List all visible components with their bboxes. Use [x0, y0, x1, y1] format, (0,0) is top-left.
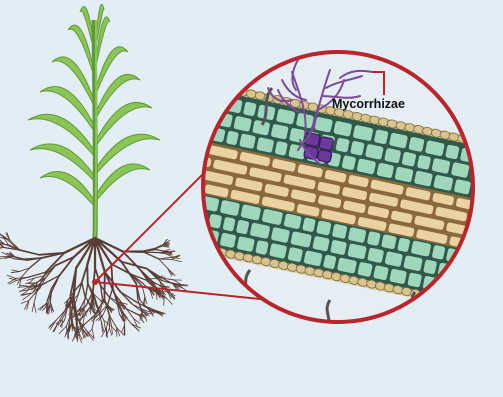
cortex-cell [242, 101, 257, 117]
cortex-cell [349, 140, 365, 156]
cortex-cell [407, 272, 423, 288]
cortex-cell [389, 268, 408, 285]
root-branch [0, 244, 8, 245]
cortex-cell [239, 133, 257, 150]
cortex-cell [219, 232, 237, 249]
cortex-cell [453, 178, 472, 195]
cortex-cell [329, 239, 347, 256]
cortex-cell [275, 108, 296, 125]
cortex-cell [413, 170, 433, 187]
infected-cell [303, 145, 318, 159]
cortex-cell [270, 226, 291, 243]
cortex-cell [384, 251, 404, 268]
cortex-cell [347, 226, 367, 243]
cortex-cell [270, 123, 289, 140]
cortex-cell [335, 137, 351, 153]
infected-cell [319, 136, 334, 150]
mycorrhizae-label: Mycorrhizae [332, 97, 405, 111]
cortex-cell [283, 213, 303, 230]
cortex-cell [372, 264, 389, 281]
cortex-cell [388, 132, 408, 149]
cortex-cell [431, 157, 451, 174]
cortex-cell [422, 259, 437, 275]
cortex-cell [222, 216, 236, 232]
cortex-cell [303, 250, 323, 267]
cortex-cell [331, 223, 348, 240]
cortex-cell [380, 233, 397, 250]
cortex-cell [341, 154, 357, 170]
cortex-cell [235, 219, 250, 235]
cortex-cell [287, 246, 304, 263]
zoom-origin [92, 279, 98, 285]
cortex-cell [450, 161, 470, 178]
infected-cell [317, 149, 332, 162]
cortex-cell [312, 235, 331, 252]
cortex-cell [416, 154, 432, 170]
cortex-cell [397, 237, 411, 253]
cortex-cell [268, 242, 287, 259]
cortex-cell [431, 244, 446, 260]
cortex-cell [333, 120, 353, 137]
cortex-cell [225, 130, 239, 146]
cortex-cell [367, 247, 385, 264]
cortex-cell [274, 140, 289, 156]
cortex-cell [357, 261, 374, 278]
cortex-cell [373, 129, 389, 145]
cortex-cell [302, 217, 317, 233]
cortex-cell [376, 162, 395, 179]
cortex-cell [364, 143, 384, 160]
cortex-cell [256, 136, 275, 153]
cortex-cell [408, 136, 426, 153]
cortex-cell [401, 151, 417, 168]
cortex-cell [314, 116, 334, 133]
cortex-cell [394, 166, 414, 183]
cortex-cell [366, 230, 381, 246]
cortex-cell [233, 115, 253, 132]
cortex-cell [236, 235, 256, 252]
cortex-cell [444, 144, 460, 160]
cortex-cell [322, 254, 337, 270]
cortex-cell [315, 220, 332, 237]
cortex-cell [383, 147, 401, 164]
cortex-cell [255, 239, 270, 255]
cortex-cell [252, 119, 271, 136]
